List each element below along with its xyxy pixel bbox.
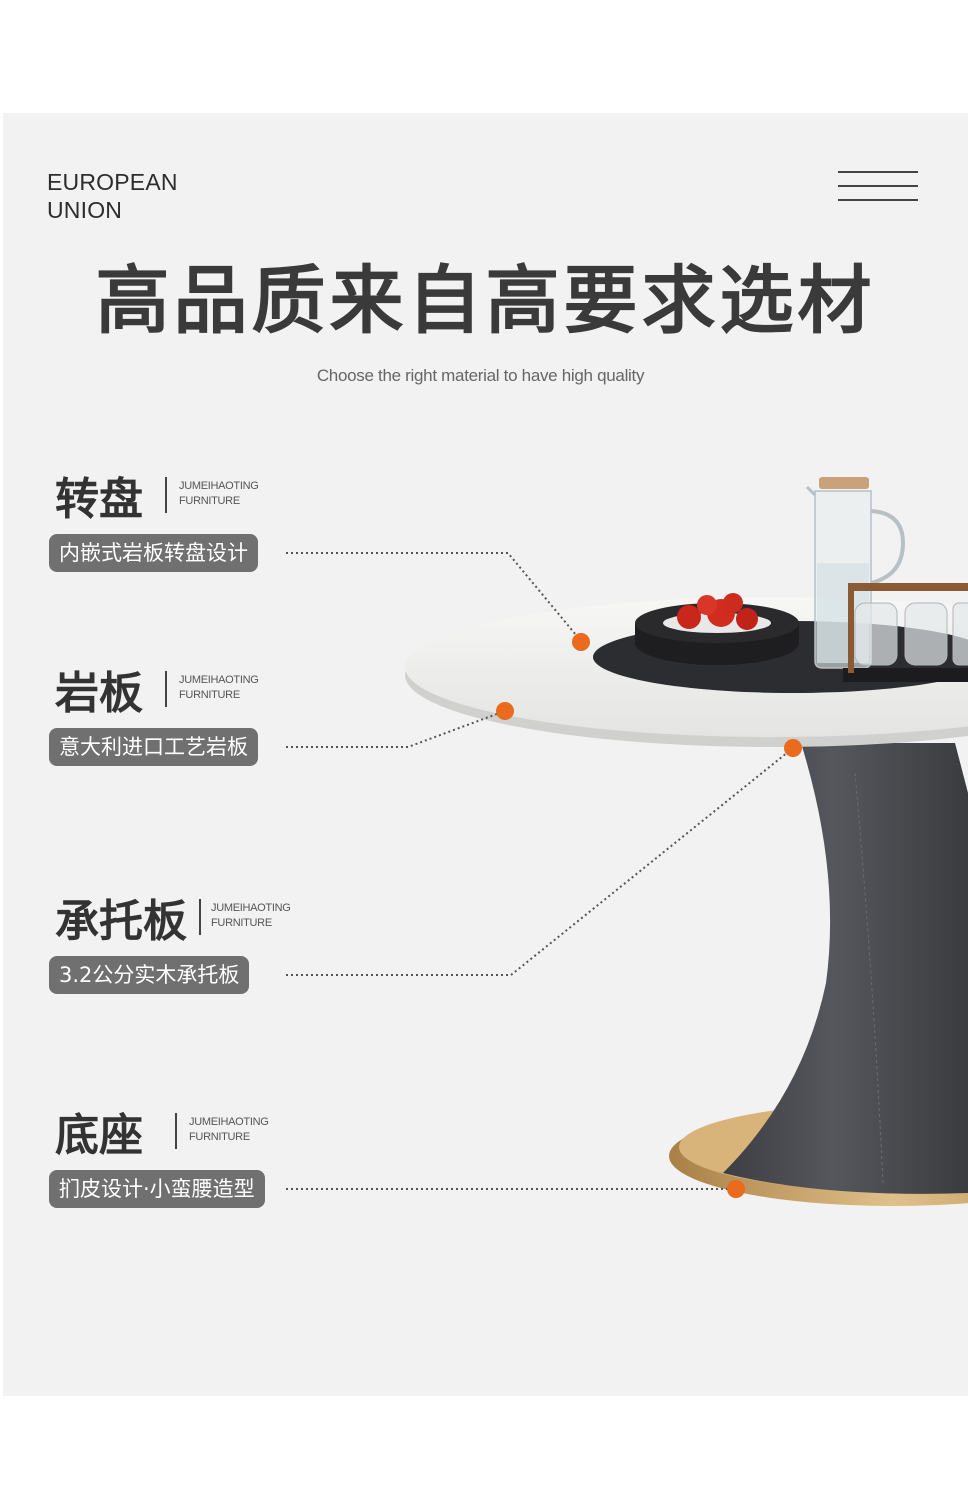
- feature-brand: JUMEIHAOTING FURNITURE: [179, 479, 259, 509]
- feature-brand: JUMEIHAOTING FURNITURE: [189, 1115, 269, 1145]
- feature-brand-line-2: FURNITURE: [189, 1131, 250, 1143]
- feature-divider: [175, 1113, 177, 1149]
- glass-tray: [843, 583, 968, 682]
- brand-line-1: EUROPEAN: [47, 169, 178, 195]
- feature-brand-line-1: JUMEIHAOTING: [211, 902, 291, 914]
- feature-brand: JUMEIHAOTING FURNITURE: [179, 673, 259, 703]
- feature-brand-line-2: FURNITURE: [179, 495, 240, 507]
- product-panel: EUROPEAN UNION 高品质来自高要求选材 Choose the rig…: [3, 113, 968, 1396]
- brand-line-2: UNION: [47, 197, 123, 223]
- orange-dot-marker: [572, 633, 590, 651]
- table-base: [669, 743, 968, 1206]
- feature-brand: JUMEIHAOTING FURNITURE: [211, 901, 291, 931]
- fruit-bowl: [635, 593, 799, 665]
- connector-lines: [286, 552, 794, 1190]
- feature-title-turntable: 转盘: [55, 474, 143, 525]
- orange-dot-marker: [784, 739, 802, 757]
- hamburger-menu-icon[interactable]: [838, 171, 918, 203]
- feature-title-support-board: 承托板: [55, 896, 187, 947]
- feature-divider: [199, 899, 201, 935]
- table-illustration: [286, 477, 968, 1206]
- feature-desc-slab: 意大利进口工艺岩板: [49, 728, 258, 766]
- feature-brand-line-1: JUMEIHAOTING: [179, 480, 259, 492]
- feature-desc-turntable: 内嵌式岩板转盘设计: [49, 534, 258, 572]
- subline: Choose the right material to have high q…: [316, 366, 645, 385]
- brand-label: EUROPEAN UNION: [47, 168, 178, 224]
- feature-divider: [165, 671, 167, 707]
- feature-brand-line-1: JUMEIHAOTING: [189, 1116, 269, 1128]
- orange-dot-marker: [727, 1180, 745, 1198]
- feature-title-base: 底座: [55, 1110, 143, 1161]
- headline: 高品质来自高要求选材: [95, 258, 876, 344]
- orange-dot-marker: [496, 702, 514, 720]
- feature-brand-line-2: FURNITURE: [179, 689, 240, 701]
- feature-brand-line-2: FURNITURE: [211, 917, 272, 929]
- feature-desc-support-board: 3.2公分实木承托板: [49, 956, 250, 994]
- feature-divider: [165, 477, 167, 513]
- feature-title-slab: 岩板: [55, 668, 143, 719]
- feature-brand-line-1: JUMEIHAOTING: [179, 674, 259, 686]
- marker-dots: [496, 633, 802, 1198]
- feature-desc-base: 扪皮设计·小蛮腰造型: [49, 1170, 265, 1208]
